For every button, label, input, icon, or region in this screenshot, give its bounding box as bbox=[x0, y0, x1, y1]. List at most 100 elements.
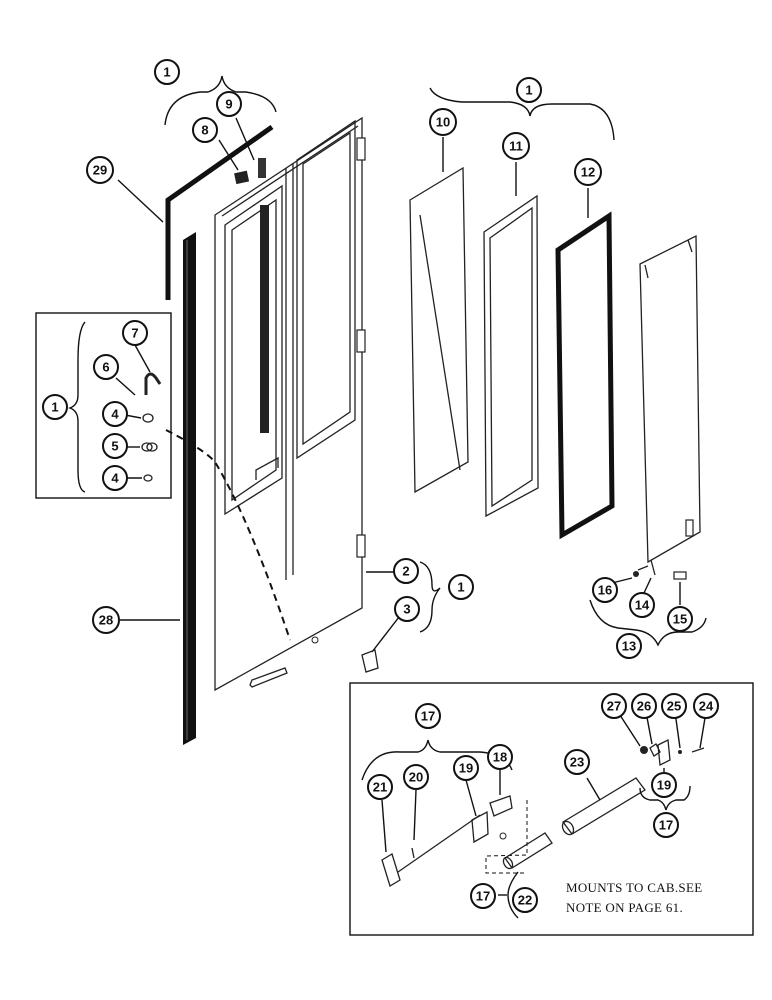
leader-23 bbox=[586, 777, 601, 801]
callout-24: 24 bbox=[693, 693, 719, 719]
guide-dashed bbox=[485, 800, 528, 874]
inset-box-lower bbox=[349, 682, 754, 936]
callout-20: 20 bbox=[403, 764, 429, 790]
svg-text:27: 27 bbox=[607, 699, 621, 714]
callout-19-b: 19 bbox=[651, 772, 677, 798]
callout-14: 14 bbox=[629, 592, 655, 618]
hw-16 bbox=[637, 565, 649, 571]
svg-text:5: 5 bbox=[111, 439, 118, 454]
nut-27 bbox=[640, 746, 648, 754]
svg-text:25: 25 bbox=[667, 699, 681, 714]
seal-29 bbox=[165, 124, 274, 300]
callout-10: 10 bbox=[429, 108, 457, 136]
callout-19-a: 19 bbox=[453, 755, 479, 781]
svg-text:18: 18 bbox=[493, 750, 507, 765]
washer-4b bbox=[143, 474, 153, 482]
callout-26: 26 bbox=[631, 693, 657, 719]
svg-text:24: 24 bbox=[699, 699, 714, 714]
svg-text:3: 3 bbox=[403, 602, 410, 617]
callout-3: 3 bbox=[394, 596, 420, 622]
seal-11 bbox=[483, 194, 539, 518]
gasket-12 bbox=[555, 211, 615, 540]
svg-text:12: 12 bbox=[581, 165, 595, 180]
tube-22-end bbox=[502, 856, 514, 870]
svg-text:14: 14 bbox=[635, 598, 650, 613]
svg-text:29: 29 bbox=[93, 163, 107, 178]
svg-text:22: 22 bbox=[518, 893, 532, 908]
leader-20 bbox=[413, 789, 417, 841]
bracket-17b bbox=[639, 785, 691, 811]
block-8 bbox=[234, 170, 250, 185]
svg-text:28: 28 bbox=[99, 613, 113, 628]
callout-23: 23 bbox=[564, 749, 590, 775]
callout-29: 29 bbox=[86, 156, 114, 184]
part-15 bbox=[673, 571, 687, 580]
svg-text:1: 1 bbox=[163, 65, 170, 80]
svg-text:16: 16 bbox=[598, 583, 612, 598]
svg-text:26: 26 bbox=[637, 699, 651, 714]
svg-text:13: 13 bbox=[622, 639, 636, 654]
door-assembly bbox=[214, 116, 366, 692]
note-line-2: NOTE ON PAGE 61. bbox=[566, 900, 683, 915]
callout-17-c: 17 bbox=[470, 883, 496, 909]
svg-text:1: 1 bbox=[51, 400, 58, 415]
seal-28 bbox=[183, 232, 196, 745]
callout-1-left: 1 bbox=[42, 394, 68, 420]
leader-7 bbox=[134, 344, 151, 373]
bracket-top bbox=[164, 75, 277, 126]
callout-1-mid: 1 bbox=[448, 574, 474, 600]
svg-text:7: 7 bbox=[131, 326, 138, 341]
leader-19a bbox=[465, 779, 477, 817]
svg-text:1: 1 bbox=[525, 83, 532, 98]
bracket-19b bbox=[657, 738, 671, 767]
bolt-19a bbox=[499, 832, 507, 840]
bracket-glass bbox=[429, 87, 615, 141]
tube-22 bbox=[504, 832, 553, 869]
leader-8 bbox=[218, 139, 239, 171]
svg-text:6: 6 bbox=[102, 360, 109, 375]
glass-10 bbox=[409, 166, 469, 494]
bracket-left bbox=[68, 321, 86, 493]
glass-13 bbox=[639, 234, 701, 564]
leader-14 bbox=[643, 577, 652, 594]
strip-9 bbox=[258, 158, 266, 178]
pin-20 bbox=[397, 814, 481, 873]
glass-13-clips bbox=[644, 239, 693, 279]
hw-18 bbox=[489, 795, 513, 817]
svg-text:10: 10 bbox=[436, 115, 450, 130]
svg-text:19: 19 bbox=[459, 761, 473, 776]
leader-6 bbox=[115, 377, 136, 396]
callout-18: 18 bbox=[487, 744, 513, 770]
callout-13: 13 bbox=[616, 633, 642, 659]
bracket-13 bbox=[589, 599, 707, 647]
leader-21 bbox=[381, 799, 387, 853]
callout-12: 12 bbox=[574, 158, 602, 186]
callout-22: 22 bbox=[512, 887, 538, 913]
callout-9: 9 bbox=[216, 91, 242, 117]
callout-1-glass: 1 bbox=[516, 77, 542, 103]
leader-9 bbox=[235, 117, 255, 161]
latch-3 bbox=[361, 649, 379, 673]
svg-text:4: 4 bbox=[111, 471, 119, 486]
tube-23 bbox=[562, 777, 646, 835]
svg-text:4: 4 bbox=[111, 407, 119, 422]
svg-text:8: 8 bbox=[201, 123, 208, 138]
note-line-1: MOUNTS TO CAB.SEE bbox=[566, 880, 702, 895]
callout-2: 2 bbox=[393, 558, 419, 584]
svg-text:17: 17 bbox=[659, 818, 673, 833]
plate-21 bbox=[381, 853, 401, 887]
callout-6: 6 bbox=[93, 354, 119, 380]
bracket-mid bbox=[419, 561, 441, 633]
washer-4a bbox=[142, 413, 154, 423]
callout-16: 16 bbox=[592, 577, 618, 603]
callout-27: 27 bbox=[601, 693, 627, 719]
svg-text:17: 17 bbox=[421, 709, 435, 724]
screw-24 bbox=[691, 747, 705, 753]
svg-text:17: 17 bbox=[476, 889, 490, 904]
rod-7 bbox=[144, 372, 162, 395]
callout-17-b: 17 bbox=[653, 812, 679, 838]
svg-text:19: 19 bbox=[657, 778, 671, 793]
callout-15: 15 bbox=[667, 606, 693, 632]
nut-16 bbox=[633, 571, 639, 577]
